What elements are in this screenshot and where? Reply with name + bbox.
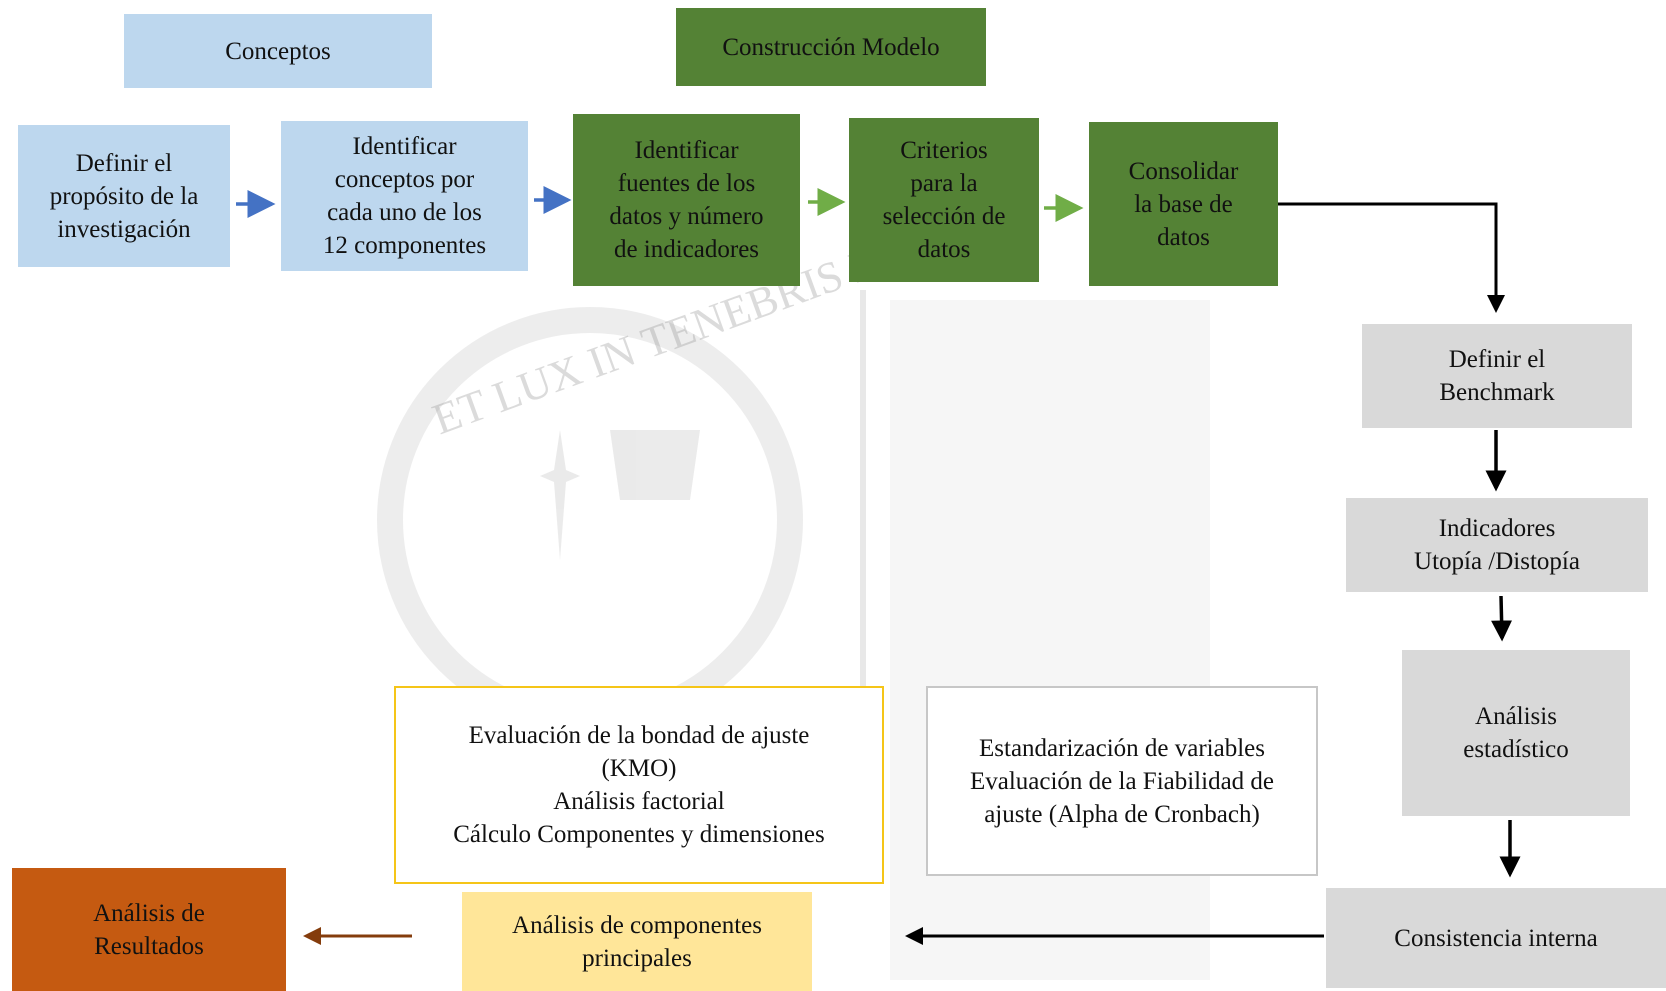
legend-model: Construcción Modelo <box>676 8 986 86</box>
step-consolidate-db: Consolidar la base de datos <box>1089 122 1278 286</box>
note-pca-details: Evaluación de la bondad de ajuste (KMO) … <box>394 686 884 884</box>
arrow-consolidate-to-benchmark <box>1278 202 1505 313</box>
seal-divider <box>860 290 866 720</box>
legend-concepts: Conceptos <box>124 14 432 88</box>
step-identify-concepts: Identificar conceptos por cada uno de lo… <box>281 121 528 271</box>
step-identify-sources: Identificar fuentes de los datos y númer… <box>573 114 800 286</box>
step-statistical-analysis: Análisis estadístico <box>1402 650 1630 816</box>
step-selection-criteria: Criterios para la selección de datos <box>849 118 1039 282</box>
arrow-utopia-to-statistics <box>1491 595 1513 642</box>
step-utopia-dystopia: Indicadores Utopía /Distopía <box>1346 498 1648 592</box>
step-define-purpose: Definir el propósito de la investigación <box>18 125 230 267</box>
step-define-benchmark: Definir el Benchmark <box>1362 324 1632 428</box>
seal-ship-icon <box>610 430 700 500</box>
step-results-analysis: Análisis de Resultados <box>12 868 286 991</box>
note-consistency-details: Estandarización de variables Evaluación … <box>926 686 1318 876</box>
step-internal-consistency: Consistencia interna <box>1326 888 1666 988</box>
step-pca: Análisis de componentes principales <box>462 892 812 991</box>
seal-star-icon <box>540 430 580 560</box>
